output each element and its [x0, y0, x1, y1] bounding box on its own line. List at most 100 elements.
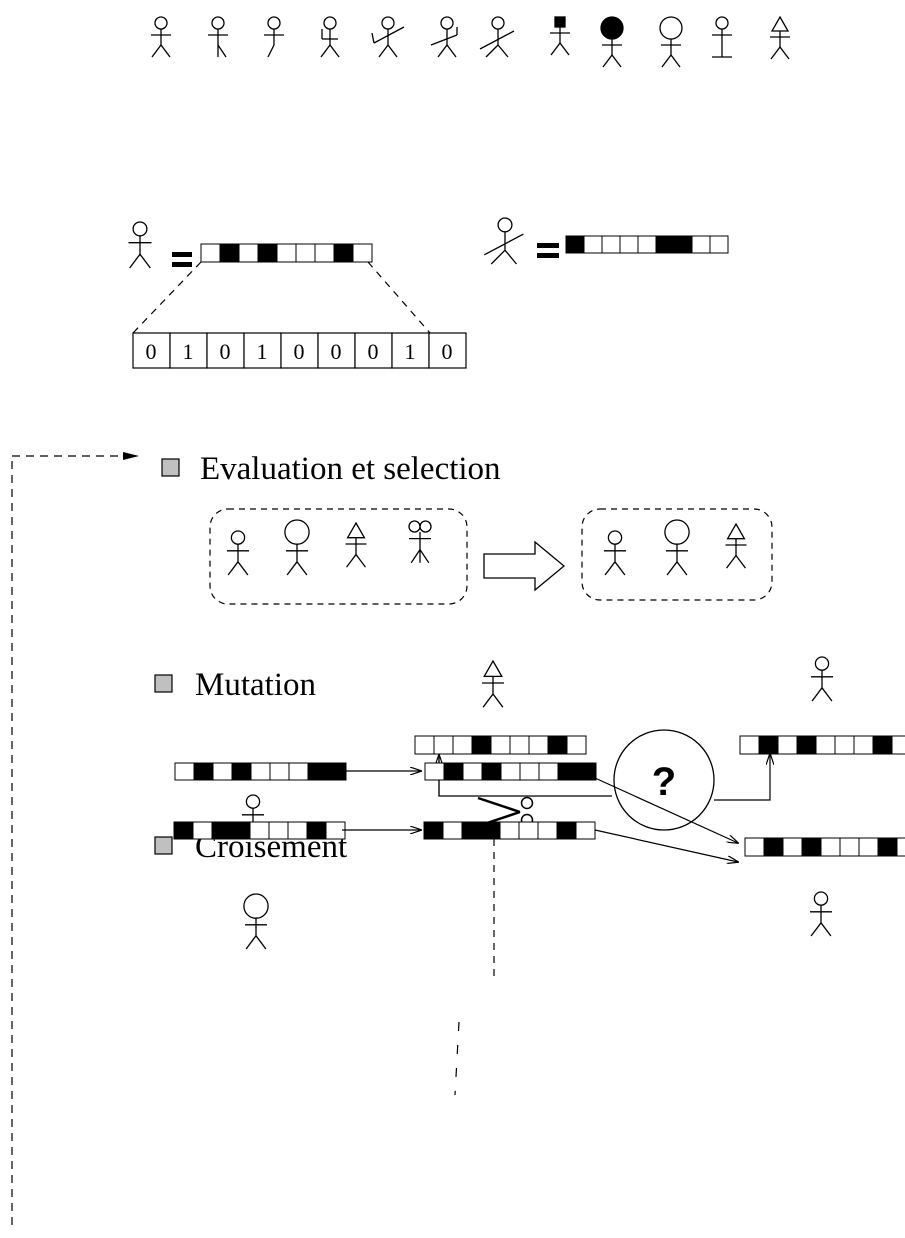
stick-figure-icon	[600, 16, 624, 68]
bit-value: 0	[294, 339, 305, 364]
gene-cell	[673, 235, 693, 254]
stick-figure-icon	[320, 16, 340, 58]
chromosome-bar	[173, 821, 346, 840]
gene-cell	[249, 821, 270, 840]
gene-cell	[782, 837, 803, 857]
gene-cell	[565, 235, 585, 254]
mutation-connector	[714, 754, 770, 801]
arrow	[594, 777, 738, 843]
gene-cell	[307, 762, 328, 781]
question-circle-icon	[613, 729, 715, 831]
stick-figure-icon	[770, 15, 790, 60]
gene-cell	[744, 837, 765, 857]
gene-cell	[758, 735, 779, 755]
gene-cell	[257, 243, 278, 263]
gene-cell	[433, 735, 454, 755]
gene-cell	[815, 735, 836, 755]
stick-figure-icon	[550, 16, 570, 56]
bit-box	[428, 332, 467, 369]
gene-cell	[839, 837, 860, 857]
gene-cell	[500, 762, 521, 781]
gene-cell	[834, 735, 855, 755]
gene-cell	[877, 837, 898, 857]
stick-figure-icon	[128, 221, 152, 269]
gene-cell	[306, 821, 327, 840]
gene-cell	[250, 762, 271, 781]
stick-figure-icon	[659, 16, 683, 68]
gene-cell	[509, 735, 530, 755]
stick-figure-icon	[151, 16, 171, 58]
gene-cell	[637, 235, 657, 254]
stick-figure-icon	[604, 530, 626, 576]
gene-cell	[557, 762, 578, 781]
gene-cell	[212, 762, 233, 781]
gene-cell	[858, 837, 879, 857]
gene-cell	[295, 243, 316, 263]
gene-cell	[193, 762, 214, 781]
chromosome-bar	[423, 821, 596, 840]
gene-cell	[801, 837, 822, 857]
loop-arrow	[11, 452, 139, 1225]
gene-cell	[619, 235, 639, 254]
bit-value: 1	[405, 339, 416, 364]
gene-cell	[443, 762, 464, 781]
section-bullet	[154, 836, 173, 855]
gene-cell	[192, 821, 213, 840]
gene-cell	[820, 837, 841, 857]
stick-figure-icon	[810, 891, 832, 937]
gene-cell	[423, 821, 444, 840]
stick-figure-icon	[345, 521, 367, 568]
population-row	[151, 15, 790, 68]
selected-group	[581, 508, 773, 601]
gene-cell	[763, 837, 784, 857]
gene-cell	[219, 243, 240, 263]
gene-cell	[853, 735, 874, 755]
gene-cell	[691, 235, 711, 254]
mutation-symbol: ?	[652, 760, 676, 804]
chromosome-bar	[739, 735, 905, 755]
gene-cell	[518, 821, 539, 840]
gene-cell	[709, 235, 729, 254]
equals-sign	[172, 252, 192, 257]
gene-cell	[575, 821, 596, 840]
equals-sign	[537, 253, 559, 258]
gene-cell	[174, 762, 195, 781]
chromosome-bar	[200, 243, 373, 263]
gene-cell	[896, 837, 905, 857]
bit-value: 0	[368, 339, 379, 364]
stick-figure-icon	[483, 217, 524, 265]
gene-cell	[556, 821, 577, 840]
gene-cell	[739, 735, 760, 755]
gene-cell	[200, 243, 221, 263]
gene-cell	[576, 762, 597, 781]
gene-cell	[414, 735, 435, 755]
stick-figure-icon	[430, 16, 458, 58]
gene-cell	[231, 762, 252, 781]
zoom-line	[132, 261, 202, 334]
stick-figure-icon	[227, 530, 249, 576]
stick-figure-icon	[482, 659, 504, 708]
bit-box	[317, 332, 356, 369]
gene-cell	[288, 762, 309, 781]
gene-cell	[566, 735, 587, 755]
gene-cell	[538, 762, 559, 781]
gene-cell	[537, 821, 558, 840]
gene-cell	[480, 821, 501, 840]
gene-cell	[583, 235, 603, 254]
chromosome-bar	[565, 235, 729, 254]
bit-value: 1	[183, 339, 194, 364]
section-bullet	[161, 458, 180, 477]
stick-figure-icon	[243, 893, 269, 950]
gene-cell	[269, 762, 290, 781]
crossover-figures	[242, 794, 832, 950]
gene-cell	[462, 762, 483, 781]
gene-cell	[777, 735, 798, 755]
gene-cell	[796, 735, 817, 755]
bit-box	[169, 332, 208, 369]
stick-figure-icon	[811, 656, 833, 702]
gene-cell	[442, 821, 463, 840]
gene-cell	[547, 735, 568, 755]
gene-cell	[891, 735, 905, 755]
gene-cell	[471, 735, 492, 755]
